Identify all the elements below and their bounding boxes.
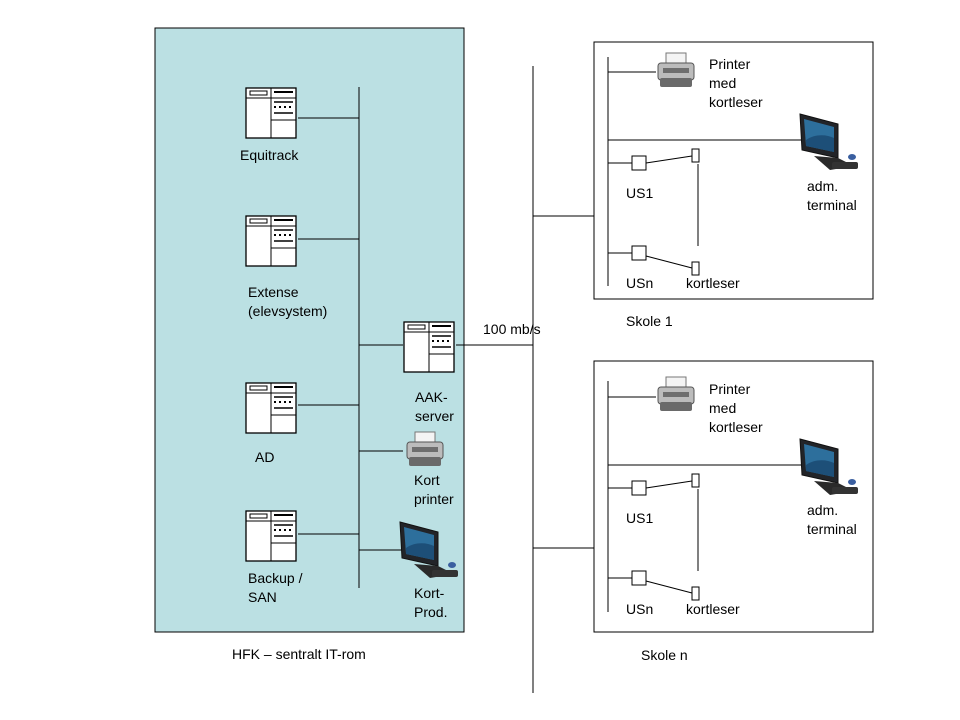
card-printer-label: Kort printer — [414, 472, 454, 507]
central-room-label: HFK – sentralt IT-rom — [232, 646, 366, 662]
school-name-label: Skole 1 — [626, 313, 673, 329]
backup-label: Backup / SAN — [248, 570, 303, 605]
card-reader-label: kortleser — [686, 275, 740, 291]
adm-terminal-label: adm. terminal — [807, 178, 857, 213]
card-reader-label: kortleser — [686, 601, 740, 617]
ad-server-icon — [245, 382, 297, 434]
us1-unit-icon — [631, 480, 647, 496]
backup-server-icon — [245, 510, 297, 562]
school-printer-label: Printer med kortleser — [709, 381, 763, 435]
extense-server-icon — [245, 215, 297, 267]
school-printer-label: Printer med kortleser — [709, 56, 763, 110]
usn-unit-icon — [631, 570, 647, 586]
ad-label: AD — [255, 449, 275, 465]
equitrack-server-icon — [245, 87, 297, 139]
extense-label: Extense (elevsystem) — [248, 284, 328, 319]
school-n-box — [593, 360, 874, 633]
link-speed-label: 100 mb/s — [483, 321, 541, 337]
card-reader-icon — [691, 148, 700, 163]
aak-server-icon — [403, 321, 455, 373]
card-reader-icon — [691, 261, 700, 276]
usn-label: USn — [626, 601, 654, 617]
school-name-label: Skole n — [641, 647, 688, 663]
usn-label: USn — [626, 275, 654, 291]
equitrack-label: Equitrack — [240, 147, 299, 163]
card-reader-icon — [691, 473, 700, 488]
card-production-label: Kort- Prod. — [414, 585, 448, 620]
card-reader-icon — [691, 586, 700, 601]
us1-unit-icon — [631, 155, 647, 171]
us1-label: US1 — [626, 185, 654, 201]
usn-unit-icon — [631, 245, 647, 261]
school-1-box — [593, 41, 874, 300]
adm-terminal-label: adm. terminal — [807, 502, 857, 537]
aak-server-label: AAK- server — [415, 389, 454, 424]
us1-label: US1 — [626, 510, 654, 526]
